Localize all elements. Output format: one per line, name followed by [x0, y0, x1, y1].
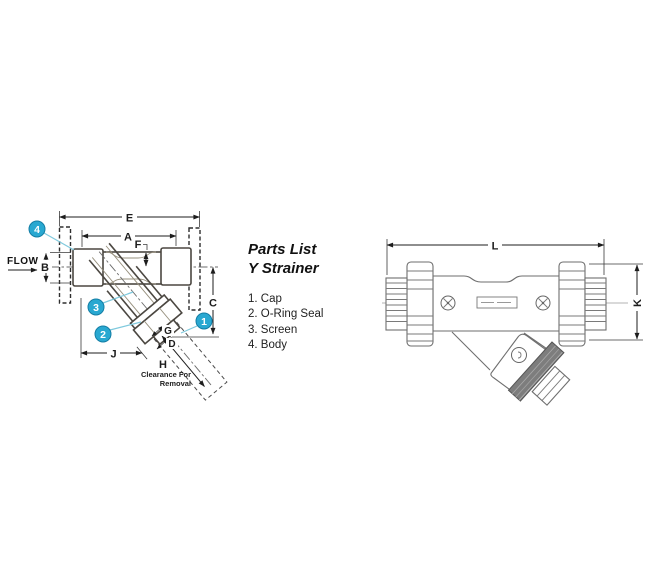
dim-j: J: [80, 298, 148, 361]
parts-list-title: Parts List Y Strainer: [248, 241, 323, 279]
dim-label-f: F: [135, 239, 142, 251]
dim-l: L: [386, 238, 605, 275]
dim-label-g: G: [164, 326, 172, 337]
dim-k: K: [589, 263, 644, 341]
strainer-branch-side: [451, 331, 571, 406]
clearance-note-line2: Removal: [160, 379, 191, 388]
dim-label-h: H: [159, 359, 167, 371]
callout-1-number: 1: [201, 316, 207, 328]
dim-b: B: [39, 252, 71, 284]
dim-g: G: [151, 325, 174, 337]
callout-3-number: 3: [93, 302, 99, 314]
dim-label-a: A: [124, 232, 132, 244]
dim-label-k: K: [632, 299, 644, 307]
callout-badges: 4 3 2 1: [28, 220, 213, 343]
parts-list: Parts List Y Strainer 1. Cap 2. O-Ring S…: [248, 241, 323, 354]
callout-4-badge: [28, 220, 46, 238]
threaded-end-right: [584, 277, 607, 331]
flow-label: FLOW: [7, 256, 38, 267]
dim-label-c: C: [209, 298, 217, 310]
cap-nut-hatched: [507, 341, 565, 402]
dim-f: F: [135, 239, 149, 267]
cap-tail-side: [531, 365, 571, 406]
clearance-note-line1: Clearance For: [141, 370, 191, 379]
callout-2-number: 2: [100, 329, 106, 341]
cap-detail-circle: [511, 347, 527, 363]
screw-left: [440, 295, 456, 311]
dim-label-b: B: [41, 262, 49, 274]
dim-label-e: E: [126, 213, 133, 225]
flow-indicator: FLOW: [7, 256, 38, 273]
front-view-drawing: E A F B FLOW: [7, 210, 228, 401]
union-nut-left: [406, 261, 434, 347]
parts-list-items: 1. Cap 2. O-Ring Seal 3. Screen 4. Body: [248, 292, 323, 355]
parts-list-title-line1: Parts List: [248, 241, 317, 258]
nameplate: [476, 296, 518, 309]
parts-list-item-body: 4. Body: [248, 339, 287, 352]
dim-a: A: [81, 229, 177, 247]
callout-2-badge: [94, 325, 112, 343]
dim-c: C: [172, 267, 220, 338]
parts-list-item-cap: 1. Cap: [248, 292, 282, 305]
callout-leaders: [43, 232, 198, 334]
parts-list-item-screen: 3. Screen: [248, 323, 298, 336]
dim-label-l: L: [492, 241, 499, 253]
dim-h-note: H Clearance For Removal: [141, 359, 191, 388]
callout-4-number: 4: [34, 224, 40, 236]
parts-list-title-line2: Y Strainer: [248, 259, 319, 277]
dim-label-d: D: [168, 339, 175, 350]
screw-right: [535, 295, 551, 311]
dim-e: E: [59, 210, 200, 227]
side-view-drawing: L K: [382, 238, 644, 406]
callout-1-badge: [195, 312, 213, 330]
dim-label-j: J: [110, 349, 116, 361]
parts-list-item-oring: 2. O-Ring Seal: [248, 308, 324, 321]
union-nut-right: [558, 261, 586, 347]
strainer-body-front: [72, 247, 192, 287]
threaded-end-left: [385, 277, 408, 331]
dim-d: D: [156, 338, 178, 350]
callout-3-badge: [87, 298, 105, 316]
